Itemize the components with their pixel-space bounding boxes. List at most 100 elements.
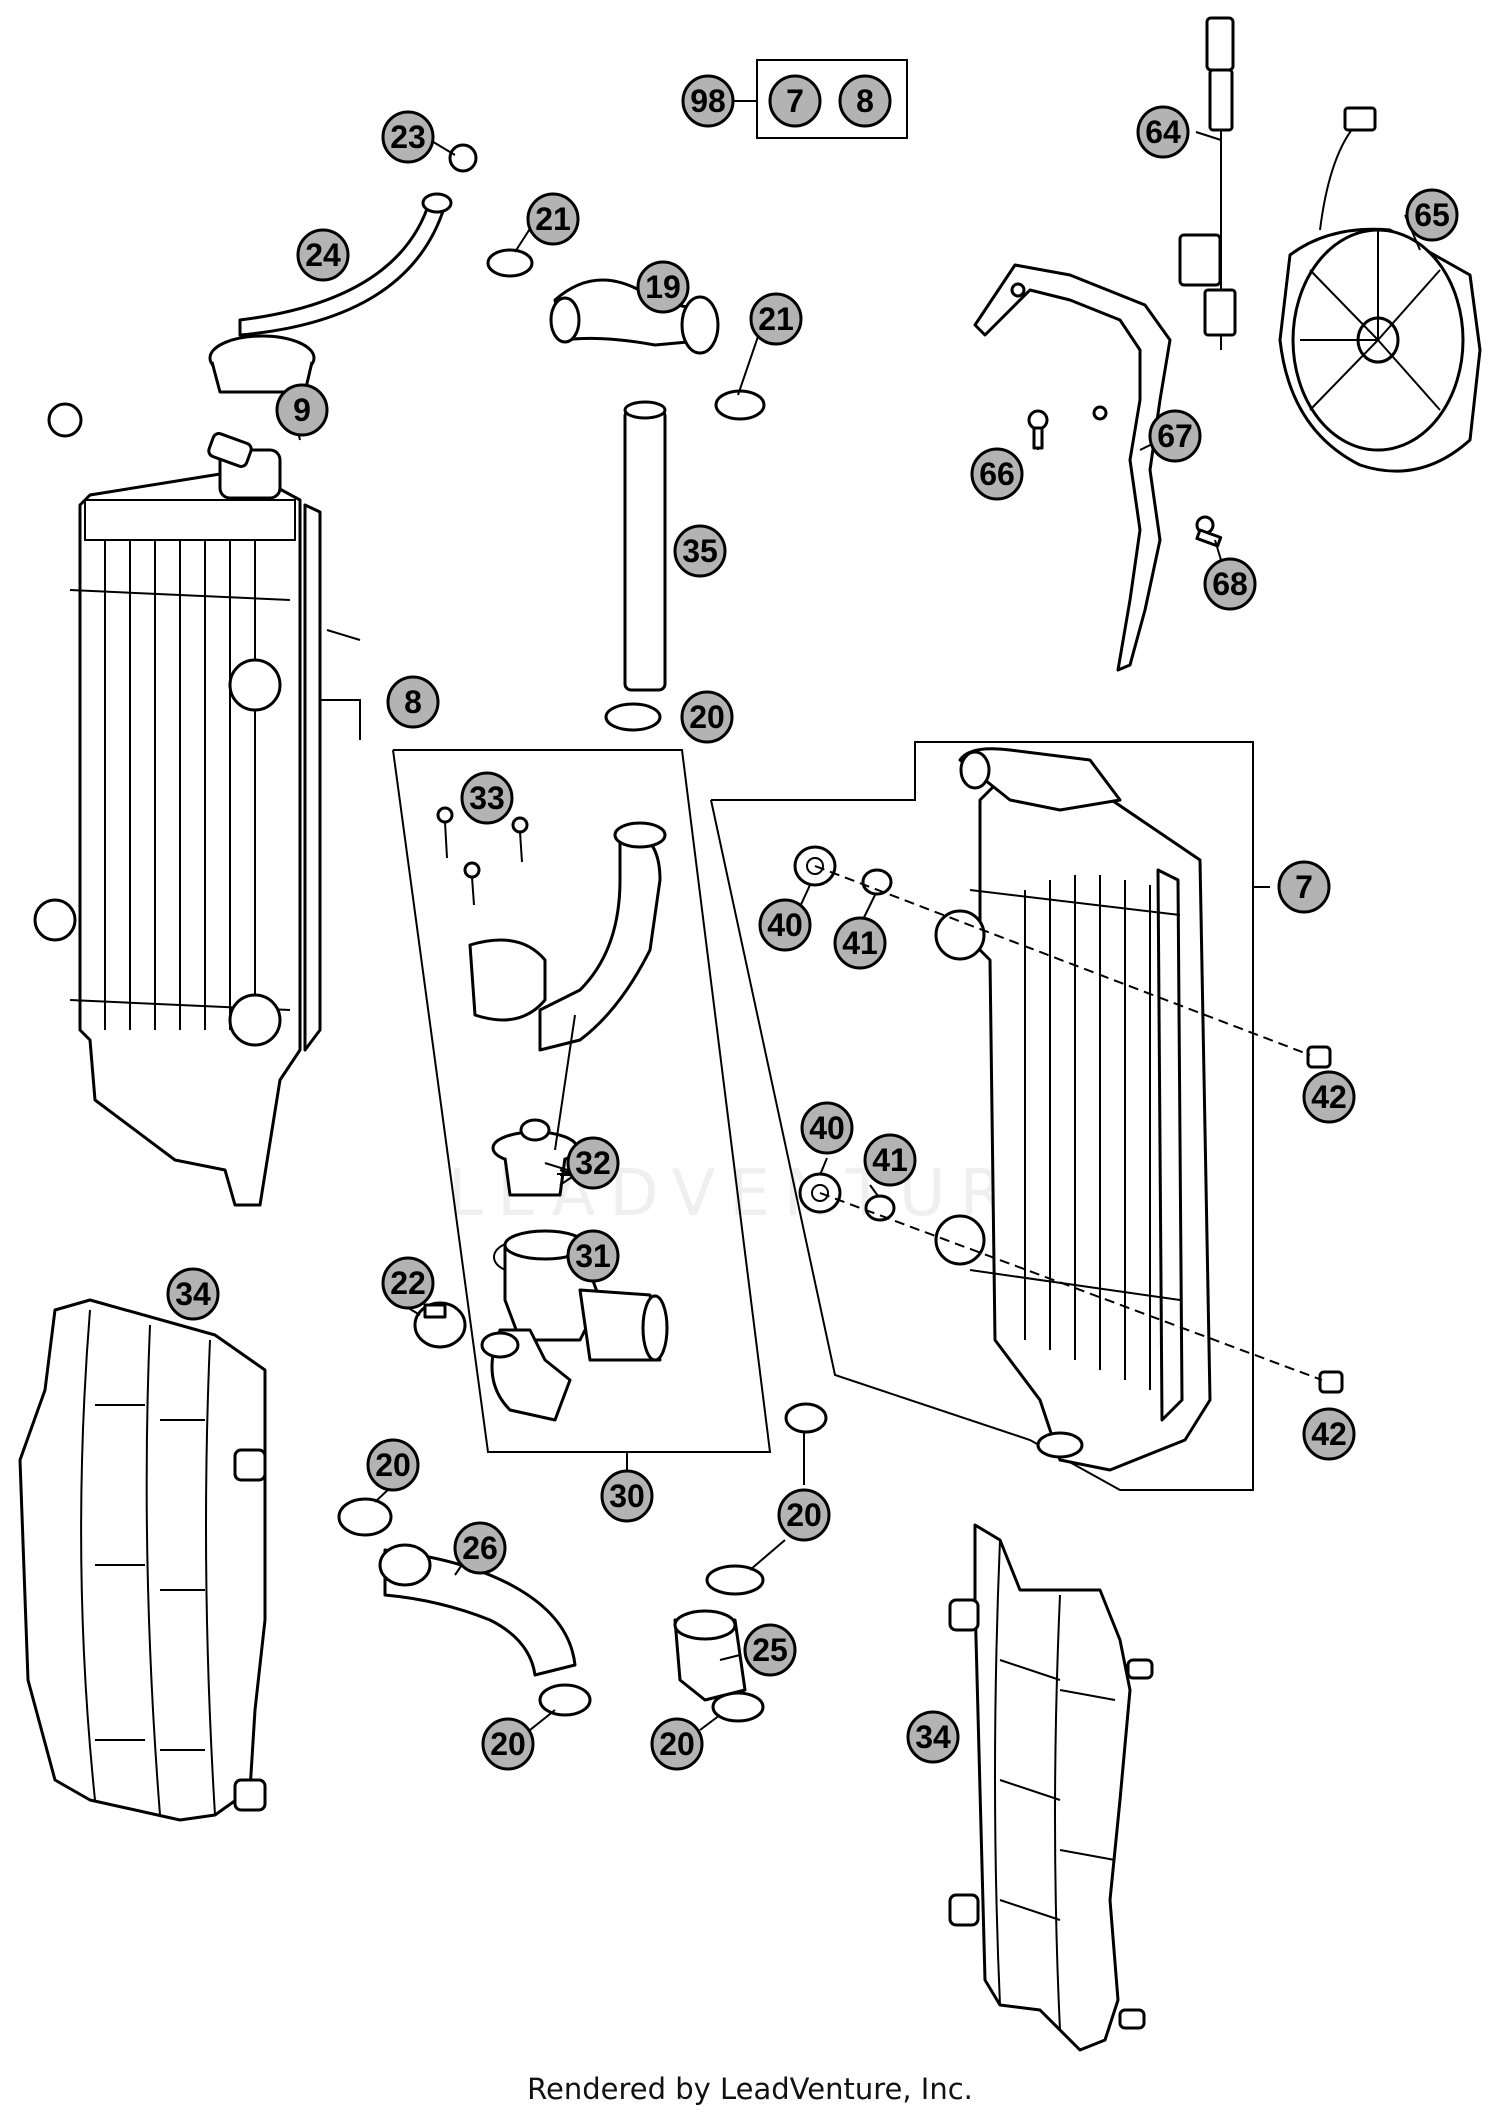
svg-text:68: 68 — [1212, 566, 1248, 602]
svg-text:35: 35 — [682, 533, 718, 569]
callout-64[interactable]: 64 — [1136, 105, 1190, 159]
clamp-21-left[interactable] — [486, 248, 534, 278]
svg-text:32: 32 — [575, 1145, 611, 1181]
svg-text:21: 21 — [535, 201, 571, 237]
bolt-42-lower[interactable] — [1318, 1370, 1344, 1394]
svg-text:42: 42 — [1311, 1079, 1347, 1115]
svg-text:33: 33 — [469, 780, 505, 816]
callout-34-right[interactable]: 34 — [906, 1710, 960, 1764]
callout-20-top[interactable]: 20 — [680, 690, 734, 744]
callout-41-lower[interactable]: 41 — [863, 1133, 917, 1187]
svg-text:8: 8 — [404, 684, 422, 720]
callout-21-right[interactable]: 21 — [749, 292, 803, 346]
radiator-shroud-left[interactable] — [18, 1298, 267, 1822]
washer-41-upper[interactable] — [861, 868, 893, 896]
svg-text:20: 20 — [490, 1726, 526, 1762]
svg-text:98: 98 — [690, 83, 726, 119]
svg-text:26: 26 — [462, 1530, 498, 1566]
callout-41-upper[interactable]: 41 — [833, 916, 887, 970]
svg-text:8: 8 — [856, 83, 874, 119]
callout-26[interactable]: 26 — [453, 1521, 507, 1575]
alignment-line-lower — [819, 1192, 1323, 1381]
callout-8[interactable]: 8 — [386, 675, 440, 729]
svg-text:42: 42 — [1311, 1416, 1347, 1452]
fan-65[interactable] — [1278, 106, 1482, 473]
callout-8-kit[interactable]: 8 — [838, 74, 892, 128]
bolt-42-upper[interactable] — [1306, 1045, 1332, 1069]
callout-20-left[interactable]: 20 — [366, 1438, 420, 1492]
callout-23[interactable]: 23 — [381, 110, 435, 164]
svg-text:30: 30 — [609, 1478, 645, 1514]
svg-text:23: 23 — [390, 119, 426, 155]
washer-41-lower[interactable] — [864, 1194, 896, 1222]
callout-67[interactable]: 67 — [1148, 409, 1202, 463]
clamp-22[interactable] — [413, 1301, 467, 1349]
callout-42-lower[interactable]: 42 — [1302, 1407, 1356, 1461]
alignment-line-upper — [814, 865, 1311, 1056]
callout-20-right[interactable]: 20 — [777, 1488, 831, 1542]
callout-66[interactable]: 66 — [970, 447, 1024, 501]
callout-22[interactable]: 22 — [381, 1256, 435, 1310]
svg-text:20: 20 — [689, 699, 725, 735]
pipe-35[interactable] — [623, 400, 667, 692]
svg-text:40: 40 — [809, 1110, 845, 1146]
svg-text:66: 66 — [979, 456, 1015, 492]
callout-32[interactable]: 32 — [566, 1136, 620, 1190]
radiator-shroud-right[interactable] — [948, 1523, 1154, 2052]
callout-24[interactable]: 24 — [296, 228, 350, 282]
svg-text:22: 22 — [390, 1265, 426, 1301]
right-radiator[interactable] — [934, 747, 1212, 1472]
left-radiator[interactable] — [33, 402, 322, 1207]
screws-33[interactable] — [436, 806, 529, 906]
thermostat-housing-upper[interactable] — [468, 821, 667, 1052]
clamp-20-top[interactable] — [604, 702, 662, 732]
svg-text:7: 7 — [1295, 869, 1313, 905]
callout-65[interactable]: 65 — [1405, 188, 1459, 242]
svg-text:67: 67 — [1157, 418, 1193, 454]
callout-20-bottom-right[interactable]: 20 — [650, 1717, 704, 1771]
svg-text:34: 34 — [915, 1719, 951, 1755]
callout-9[interactable]: 9 — [275, 383, 329, 437]
callout-7-kit[interactable]: 7 — [768, 74, 822, 128]
callout-35[interactable]: 35 — [673, 524, 727, 578]
svg-text:40: 40 — [767, 907, 803, 943]
callout-21-left[interactable]: 21 — [526, 192, 580, 246]
hose-24[interactable] — [238, 192, 453, 337]
svg-text:41: 41 — [872, 1142, 908, 1178]
callout-31[interactable]: 31 — [566, 1229, 620, 1283]
callout-25[interactable]: 25 — [743, 1623, 797, 1677]
callout-34-left[interactable]: 34 — [166, 1267, 220, 1321]
sensor-64[interactable] — [1178, 16, 1237, 350]
svg-text:25: 25 — [752, 1632, 788, 1668]
callout-33[interactable]: 33 — [460, 771, 514, 825]
hose-19[interactable] — [549, 278, 720, 355]
callout-40-upper[interactable]: 40 — [758, 898, 812, 952]
callout-68[interactable]: 68 — [1203, 557, 1257, 611]
callout-7[interactable]: 7 — [1277, 860, 1331, 914]
svg-text:20: 20 — [786, 1497, 822, 1533]
clamp-21-right[interactable] — [714, 389, 766, 421]
radiator-cap[interactable] — [208, 334, 316, 394]
callout-19[interactable]: 19 — [636, 260, 690, 314]
screw-66[interactable] — [1027, 409, 1049, 450]
svg-text:31: 31 — [575, 1238, 611, 1274]
hose-25[interactable] — [673, 1609, 747, 1702]
hose-26[interactable] — [378, 1543, 577, 1677]
kit-98-bracket — [756, 59, 908, 139]
svg-text:41: 41 — [842, 925, 878, 961]
bracket-67[interactable] — [973, 263, 1172, 672]
footer-credit: Rendered by LeadVenture, Inc. — [527, 2072, 973, 2106]
callout-30[interactable]: 30 — [600, 1469, 654, 1523]
screw-68[interactable] — [1195, 515, 1223, 548]
svg-text:20: 20 — [659, 1726, 695, 1762]
callout-42-upper[interactable]: 42 — [1302, 1070, 1356, 1124]
svg-text:34: 34 — [175, 1276, 211, 1312]
callout-40-lower[interactable]: 40 — [800, 1101, 854, 1155]
callout-20-bottom-left[interactable]: 20 — [481, 1717, 535, 1771]
clamp-23[interactable] — [448, 143, 478, 173]
clamp-20-group[interactable] — [337, 1402, 828, 1723]
group-30-frame — [392, 749, 772, 1453]
callout-98[interactable]: 98 — [681, 74, 735, 128]
group-7-frame — [710, 741, 1254, 1491]
